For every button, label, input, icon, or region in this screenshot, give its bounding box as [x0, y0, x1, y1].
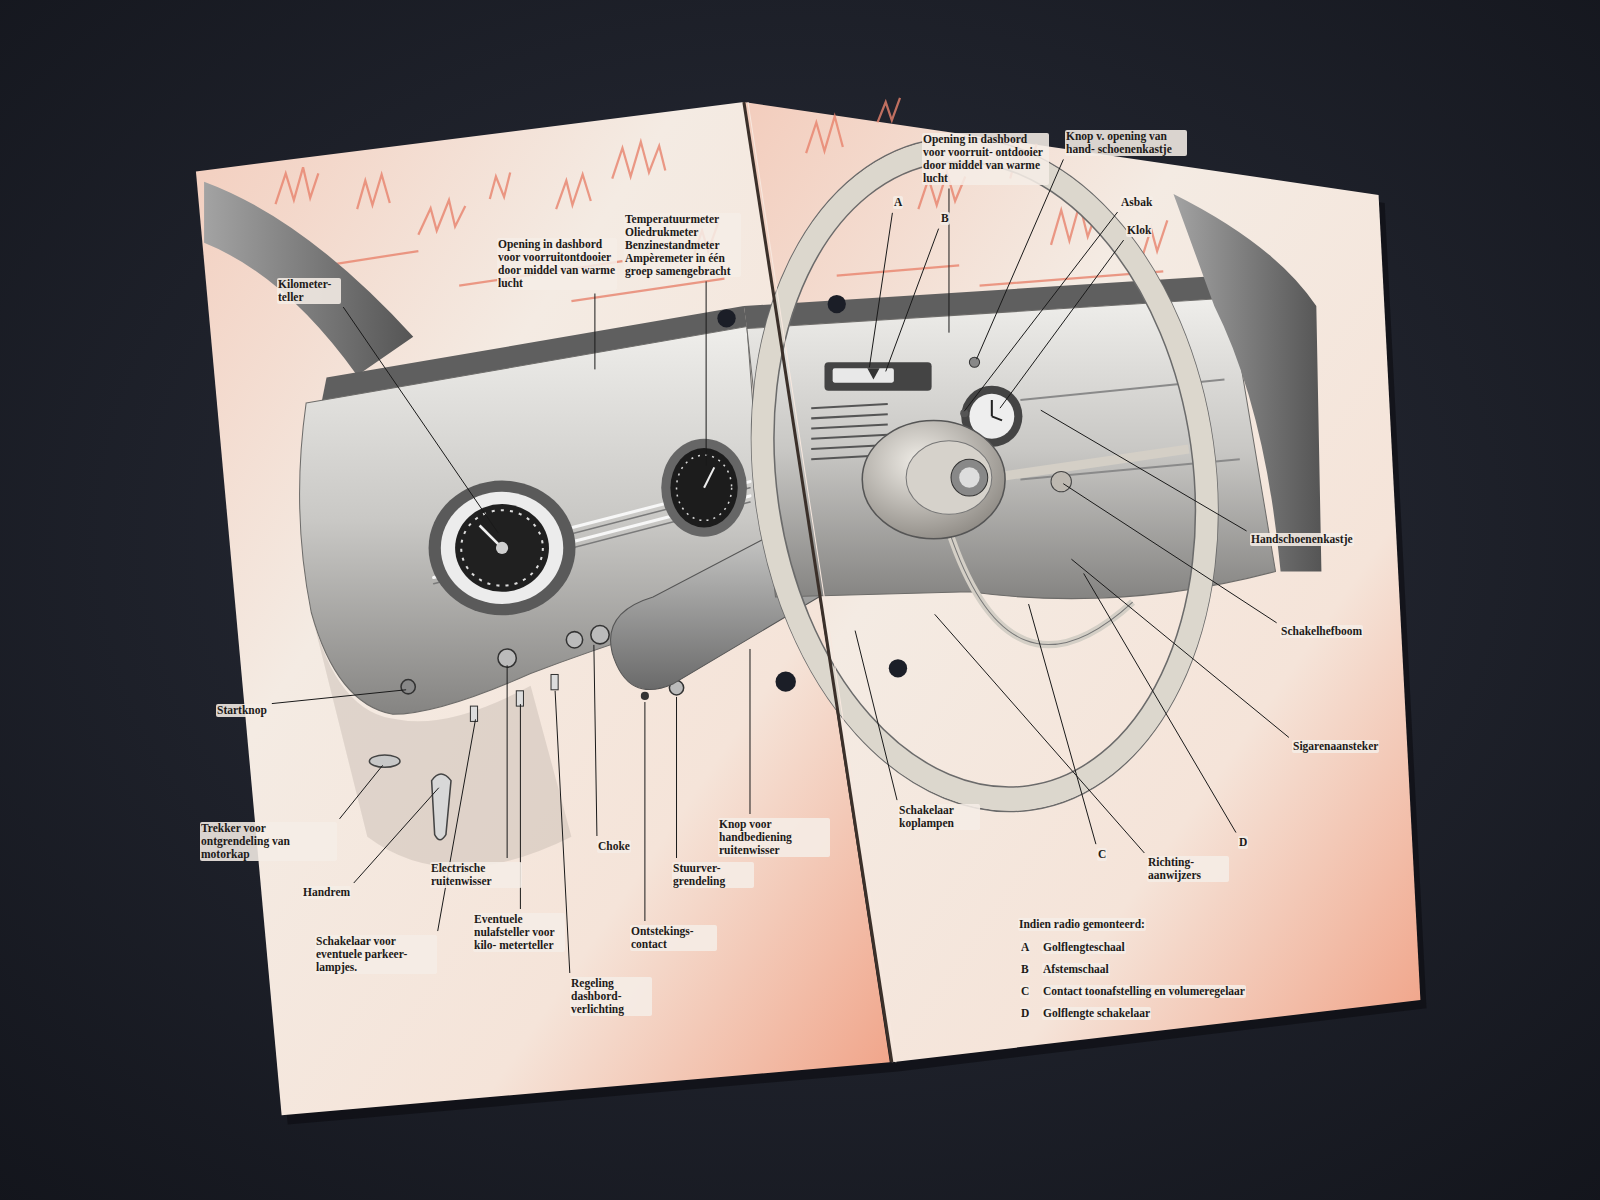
part-label: Handschoenenkastje [1250, 533, 1354, 546]
leader-line [948, 189, 949, 333]
part-label: Asbak [1120, 196, 1153, 209]
part-label: Knop voor handbediening ruitenwisser [718, 818, 830, 857]
legend-text: Golflengte schakelaar [1042, 1007, 1151, 1020]
part-label: Klok [1126, 224, 1152, 237]
callout-letter: B [1020, 963, 1030, 976]
leader-line [594, 294, 595, 370]
part-label: Kilometer- teller [277, 278, 341, 304]
legend-text: Contact toonafstelling en volumeregelaar [1042, 985, 1246, 998]
leader-line [855, 631, 897, 801]
part-label: Sigarenaansteker [1292, 740, 1379, 753]
part-label: Ontstekings- contact [630, 925, 717, 951]
leader-line [354, 788, 439, 883]
leader-line [977, 159, 1064, 359]
callout-letter: D [1020, 1007, 1030, 1020]
leader-line [706, 281, 707, 465]
leader-line [272, 690, 406, 704]
callout-letter: A [893, 196, 903, 209]
part-label: Schakelaar voor eventuele parkeer- lampj… [315, 935, 437, 974]
leader-line [676, 697, 677, 858]
leader-line [749, 649, 750, 814]
leader-line [1000, 240, 1124, 408]
part-label: Schakelhefboom [1280, 625, 1363, 638]
leader-line [1071, 559, 1288, 737]
part-label: Startknop [216, 704, 268, 717]
note-heading: Indien radio gemonteerd: [1018, 918, 1146, 931]
part-label: Schakelaar koplampen [898, 804, 980, 830]
callout-letter: D [1238, 836, 1248, 849]
leader-line [343, 307, 498, 533]
part-label: Trekker voor ontgrendeling van motorkap [200, 822, 337, 861]
leader-line [1084, 573, 1236, 832]
leader-line [594, 645, 597, 836]
callout-letter: C [1020, 985, 1030, 998]
part-label: Regeling dashbord- verlichting [570, 977, 652, 1016]
leader-line [869, 213, 892, 368]
leader-line [886, 229, 939, 372]
part-label: Richting- aanwijzers [1147, 856, 1229, 882]
callout-letter: A [1020, 941, 1030, 954]
leader-line [644, 702, 645, 921]
leader-line [1041, 410, 1247, 531]
right-page [744, 102, 1421, 1062]
part-label: Electrische ruitenwisser [430, 862, 522, 888]
part-label: Stuurver- grendeling [672, 862, 754, 888]
part-label: Temperatuurmeter Oliedrukmeter Benzinest… [624, 213, 741, 277]
part-label: Eventuele nulafsteller voor kilo- metert… [473, 913, 565, 952]
part-label: Choke [597, 840, 631, 853]
callout-letter: B [940, 212, 950, 225]
callout-letter: C [1097, 848, 1107, 861]
leader-line [507, 665, 508, 858]
leader-line [964, 212, 1117, 411]
legend-text: Afstemschaal [1042, 963, 1110, 976]
part-label: Knop v. opening van hand- schoenenkastje [1065, 130, 1187, 156]
leader-line [1029, 604, 1096, 844]
leader-line [340, 765, 383, 819]
part-label: Opening in dashbord voor voorruit- ontdo… [922, 133, 1049, 185]
part-label: Opening in dashbord voor voorruitontdooi… [497, 238, 617, 290]
part-label: Handrem [302, 886, 351, 899]
leader-line [438, 719, 476, 931]
leader-line [1063, 484, 1276, 623]
legend-text: Golflengteschaal [1042, 941, 1126, 954]
